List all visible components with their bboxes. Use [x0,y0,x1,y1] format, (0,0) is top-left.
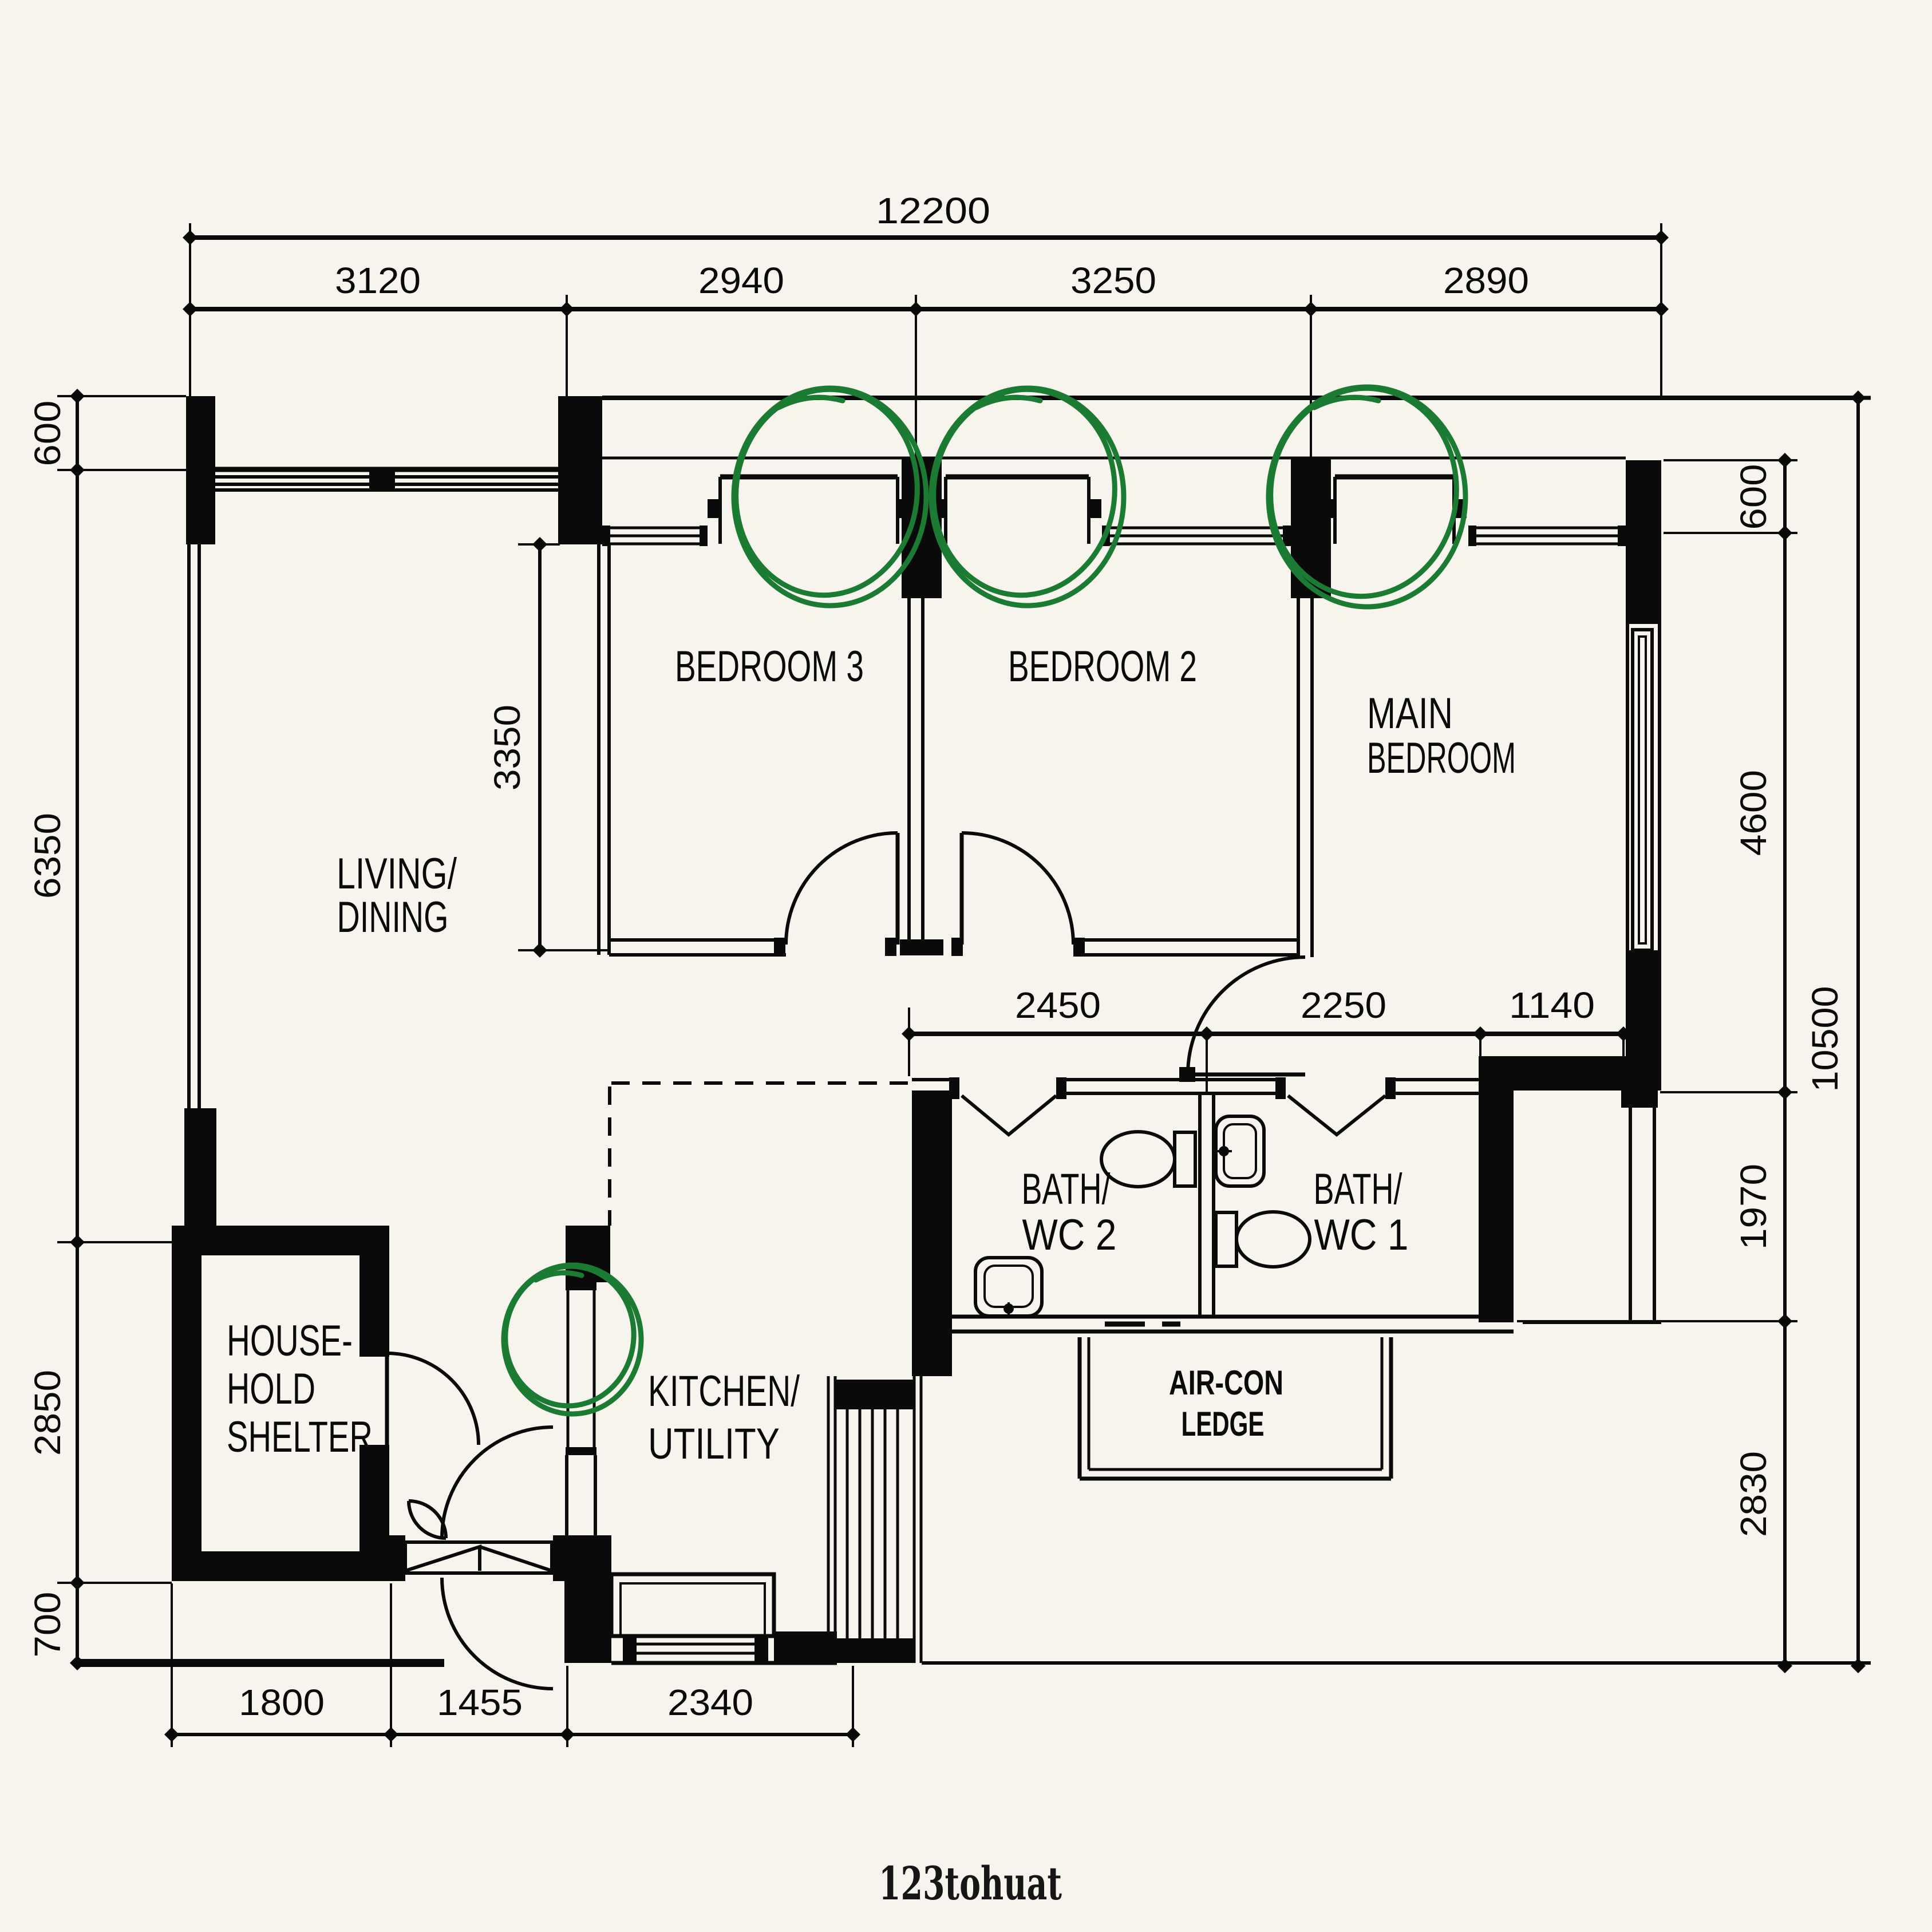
label-aircon-2: LEDGE [1182,1405,1265,1443]
dimension-lines [57,223,1871,1747]
main-entrance [389,1425,569,1690]
dim-3250: 3250 [1070,260,1156,301]
label-bath2-2: WC 2 [1022,1211,1117,1259]
green-circle-bay-bedroom2 [929,385,1127,609]
label-bedroom3: BEDROOM 3 [675,642,864,691]
label-kitchen-1: KITCHEN/ [648,1367,800,1416]
toilet-wc2 [1100,1130,1197,1188]
dim-3120: 3120 [335,260,421,301]
top-facade-and-bay-windows [558,396,1858,598]
sink-wc1 [1214,1115,1266,1188]
aircon-ledge [1077,1337,1393,1481]
door-bifold-wc1 [1287,1094,1386,1137]
dim-right-2830: 2830 [1733,1451,1774,1537]
green-circle-kitchen-window [501,1262,644,1417]
toilet-wc1 [1214,1210,1311,1269]
green-circle-bay-bedroom3 [731,385,929,609]
dim-2450: 2450 [1015,985,1101,1026]
door-shelter [385,1352,480,1445]
entrance-small-leaf [407,1499,448,1540]
dim-left-600: 600 [27,401,68,467]
dim-left-2850: 2850 [27,1370,68,1456]
bedroom-walls-doors [609,598,1314,1082]
dim-left-6350: 6350 [27,813,68,899]
label-kitchen-2: UTILITY [648,1420,780,1468]
household-shelter [172,1226,480,1581]
dim-2890: 2890 [1443,260,1529,301]
dim-right-overall: 10500 [1804,986,1846,1092]
bathroom-fixtures [974,1115,1311,1318]
window-mullion [369,468,395,491]
label-bedroom2: BEDROOM 2 [1008,642,1197,691]
door-main-bedroom [1179,955,1306,1082]
label-shelter-2: HOLD [227,1365,315,1413]
kitchen-walls [564,1081,923,1665]
dim-2940: 2940 [698,260,784,301]
dim-left-700: 700 [27,1592,68,1658]
label-shelter-1: HOUSE- [227,1317,353,1365]
living-room-walls [184,396,611,1226]
door-bedroom2 [959,831,1075,945]
label-shelter-3: SHELTER [227,1413,373,1461]
label-bath1-1: BATH/ [1314,1165,1403,1214]
dim-1455: 1455 [437,1682,523,1723]
dim-right-4600: 4600 [1733,770,1774,856]
dimension-labels: 12200 3120 2940 3250 2890 600 6350 2850 … [27,190,1846,1723]
dim-right-600: 600 [1733,464,1774,530]
dim-2250: 2250 [1301,985,1386,1026]
dim-right-1970: 1970 [1733,1164,1774,1250]
label-aircon-1: AIR-CON [1169,1364,1283,1402]
label-main-bedroom-1: MAIN [1367,689,1453,738]
louvre-duct [827,1376,923,1663]
mbr-east-window [1631,628,1654,952]
label-living-2: DINING [337,893,449,942]
watermark-text: 123tohuat [879,1856,1062,1910]
entrance-door-swing [440,1425,554,1539]
dim-2340: 2340 [667,1682,753,1723]
bathroom-walls [912,1077,1514,1376]
label-bath1-2: WC 1 [1314,1211,1409,1259]
green-circle-bay-main-bedroom [1266,384,1468,610]
bedroom-windows [602,526,1626,546]
aircon-labels: AIR-CON LEDGE [1169,1364,1283,1443]
dim-3350: 3350 [487,705,528,791]
door-bifold-wc2 [961,1094,1057,1137]
door-bedroom3 [784,831,900,945]
pier-living-br3 [558,396,602,544]
label-living-1: LIVING/ [337,850,457,898]
label-main-bedroom-2: BEDROOM [1367,734,1516,783]
entrance-gate-swing [440,1577,554,1690]
dim-1800: 1800 [239,1682,325,1723]
annotation-circles [501,384,1468,1417]
entrance-door-leaves [404,1542,554,1573]
label-bath2-1: BATH/ [1022,1165,1111,1214]
dim-top-overall: 12200 [876,190,990,231]
dim-1140: 1140 [1509,985,1595,1026]
mbr-south-wall [1479,1056,1658,1091]
room-labels: LIVING/ DINING BEDROOM 3 BEDROOM 2 MAIN … [227,642,1516,1468]
sink-wc2 [974,1256,1044,1318]
pier-left [186,396,215,544]
right-exterior-wall [1479,460,1661,1324]
